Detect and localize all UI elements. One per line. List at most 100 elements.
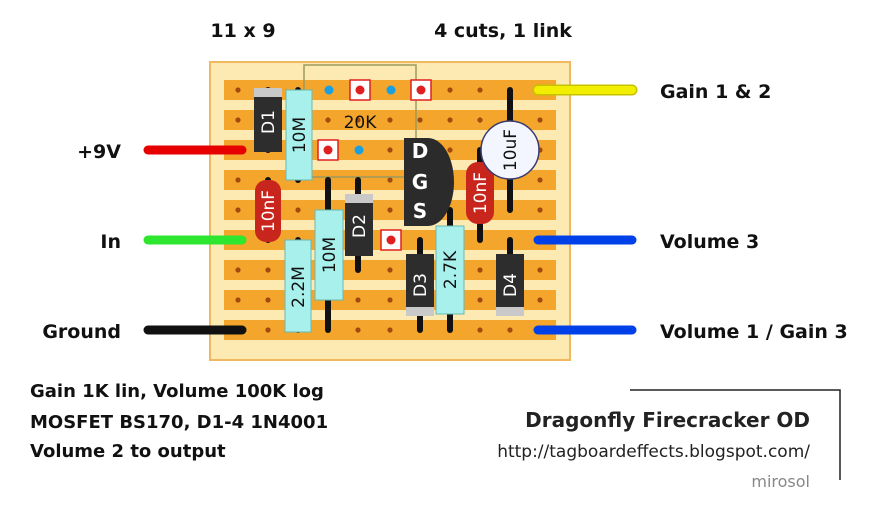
strip-hole <box>477 87 483 93</box>
resistor-2k7: 2.7K <box>435 225 465 315</box>
credits-url[interactable]: http://tagboardeffects.blogspot.com/ <box>497 442 810 462</box>
strip-hole <box>325 117 331 123</box>
label-volume-1-gain-3: Volume 1 / Gain 3 <box>660 321 848 343</box>
strip-hole <box>235 87 241 93</box>
cuts-links-label: 4 cuts, 1 link <box>434 20 572 42</box>
mosfet: D G S <box>404 138 454 226</box>
label-ground: Ground <box>42 321 121 343</box>
electrolytic-body <box>480 120 540 180</box>
strip-hole <box>235 297 241 303</box>
diode-d2: D2 <box>345 194 373 256</box>
strip-hole <box>537 297 543 303</box>
strip-hole <box>447 147 453 153</box>
strip-hole <box>265 327 271 333</box>
mosfet-d-label: D <box>412 139 429 163</box>
label-gain-1-2: Gain 1 & 2 <box>660 81 771 103</box>
d1-label: D1 <box>259 110 279 134</box>
trimmer-pin <box>354 145 364 155</box>
trimmer-pin <box>324 85 334 95</box>
strip-hole <box>235 177 241 183</box>
note-pots: Gain 1K lin, Volume 100K log <box>30 381 324 402</box>
r-2k7-label: 2.7K <box>441 250 461 289</box>
right-wires <box>532 84 638 335</box>
left-wires <box>143 145 247 335</box>
strip-hole <box>477 327 483 333</box>
cut-dot <box>323 145 333 155</box>
d3-label: D3 <box>411 273 431 297</box>
strip-hole <box>355 117 361 123</box>
strip-hole <box>387 297 393 303</box>
resistor-10m-b: 10M <box>314 209 344 301</box>
strip-hole <box>477 117 483 123</box>
resistor-body <box>435 225 465 315</box>
resistor-body <box>314 209 344 301</box>
diode-body <box>345 194 373 256</box>
cut-dot <box>416 85 426 95</box>
cap-10uf: 10uF <box>480 120 540 180</box>
strip-hole <box>477 297 483 303</box>
c-10uf-label: 10uF <box>501 129 521 171</box>
d2-label: D2 <box>350 214 370 238</box>
strip-hole <box>387 147 393 153</box>
strip-hole <box>387 207 393 213</box>
strip-hole <box>537 177 543 183</box>
mosfet-body <box>404 138 454 226</box>
c-10nf-b-label: 10nF <box>471 172 491 214</box>
strip-hole <box>447 87 453 93</box>
label-9v: +9V <box>77 141 121 163</box>
strip-hole <box>447 117 453 123</box>
note-parts: MOSFET BS170, D1-4 1N4001 <box>30 412 328 433</box>
cut-dot <box>355 85 365 95</box>
resistor-2m2: 2.2M <box>284 239 312 333</box>
cut-dot <box>386 235 396 245</box>
strip-hole <box>387 117 393 123</box>
r-2m2-label: 2.2M <box>289 266 309 308</box>
strip-hole <box>387 177 393 183</box>
cap-10nf-a: 10nF <box>255 180 281 242</box>
strip-hole <box>265 267 271 273</box>
resistor-body <box>285 89 313 181</box>
r-10m-a-label: 10M <box>290 117 310 153</box>
trimmer-pin <box>386 85 396 95</box>
strip-hole <box>537 207 543 213</box>
d4-label: D4 <box>501 273 521 297</box>
strip-hole <box>355 297 361 303</box>
credits-frame <box>630 389 841 480</box>
strip-hole <box>295 207 301 213</box>
strip-hole <box>265 297 271 303</box>
strip-hole <box>477 267 483 273</box>
diode-band <box>345 194 373 203</box>
diode-band <box>496 307 524 316</box>
diode-d4: D4 <box>496 254 524 316</box>
diode-body <box>254 88 282 152</box>
diode-body <box>406 254 434 316</box>
strip-hole <box>235 117 241 123</box>
strip-hole <box>235 207 241 213</box>
strip-cuts <box>317 79 432 251</box>
board-size-label: 11 x 9 <box>210 20 275 42</box>
diode-d1: D1 <box>254 88 282 152</box>
trimmer-pins <box>324 85 396 155</box>
strip-hole <box>355 327 361 333</box>
cap-body <box>255 180 281 242</box>
strip-hole <box>537 267 543 273</box>
mosfet-g-label: G <box>412 170 428 194</box>
strip-hole <box>387 267 393 273</box>
label-in: In <box>100 231 121 253</box>
cap-body <box>466 162 494 224</box>
c-10nf-a-label: 10nF <box>259 190 279 232</box>
strip-hole <box>387 327 393 333</box>
trimmer-20k-label: 20K <box>344 113 378 133</box>
credits-title: Dragonfly Firecracker OD <box>525 408 810 432</box>
diode-body <box>496 254 524 316</box>
resistor-body <box>284 239 312 333</box>
r-10m-b-label: 10M <box>320 237 340 273</box>
strip-hole <box>507 327 513 333</box>
strip-hole <box>235 267 241 273</box>
diode-d3: D3 <box>406 254 434 316</box>
credits-author: mirosol <box>751 472 810 491</box>
resistor-10m-a: 10M <box>285 89 313 181</box>
strip-hole <box>417 117 423 123</box>
note-volume-2: Volume 2 to output <box>30 441 226 462</box>
